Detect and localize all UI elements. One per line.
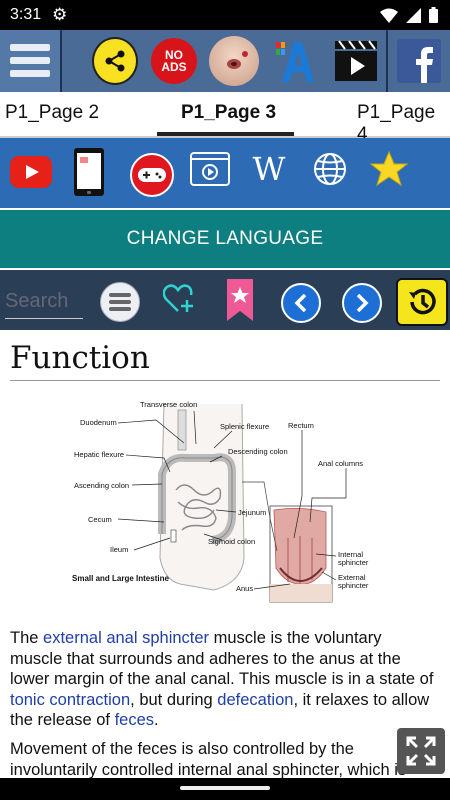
tab-p1-page-4[interactable]: P1_Page 4	[357, 102, 436, 145]
signal-icon	[406, 7, 421, 23]
media-player-button[interactable]	[190, 152, 230, 191]
label-sigmoid-colon: Sigmoid colon	[208, 537, 255, 546]
figure-caption: Small and Large Intestine	[72, 574, 169, 583]
tablet-book-icon	[74, 148, 104, 196]
ebook-button[interactable]	[74, 148, 104, 201]
svg-text:W: W	[253, 152, 286, 186]
web-browser-button[interactable]	[313, 152, 347, 191]
expand-fullscreen-icon	[406, 736, 436, 766]
favorite-button[interactable]	[369, 150, 409, 193]
label-rectum: Rectum	[288, 421, 314, 430]
label-ileum: Ileum	[110, 545, 128, 554]
fullscreen-button[interactable]	[397, 728, 445, 774]
arrow-right-icon	[342, 283, 382, 323]
wifi-icon	[380, 8, 398, 23]
list-menu-icon	[100, 282, 140, 322]
link-feces[interactable]: feces	[114, 711, 155, 729]
label-transverse-colon: Transverse colon	[140, 400, 197, 409]
change-language-button[interactable]: CHANGE LANGUAGE	[0, 210, 450, 268]
label-jejunum: Jejunum	[238, 508, 266, 517]
intestine-anatomy-figure: Transverse colon Duodenum Splenic flexur…	[72, 400, 369, 603]
label-splenic-flexure: Splenic flexure	[220, 422, 269, 431]
clapperboard-video-icon	[335, 40, 377, 81]
page-tabs: P1_Page 2 P1_Page 3 P1_Page 4	[0, 92, 450, 145]
facebook-button[interactable]	[386, 30, 450, 92]
add-favorite-button[interactable]	[162, 284, 195, 319]
next-page-button[interactable]	[342, 283, 382, 323]
status-time: 3:31	[10, 6, 42, 23]
video-player-icon	[190, 152, 230, 186]
battery-icon	[429, 7, 438, 23]
section-title: Function	[10, 340, 150, 376]
paragraph-2: Movement of the feces is also controlled…	[10, 740, 407, 779]
system-navigation-bar	[0, 778, 450, 800]
no-ads-button[interactable]: NO ADS	[150, 30, 198, 92]
bookmark-button[interactable]	[227, 279, 253, 326]
no-ads-icon: NO ADS	[151, 38, 197, 84]
label-duodenum: Duodenum	[80, 418, 117, 427]
tab-p1-page-3[interactable]: P1_Page 3	[181, 102, 277, 123]
active-tab-indicator	[157, 132, 294, 136]
label-cecum: Cecum	[88, 515, 112, 524]
history-button[interactable]	[396, 278, 448, 326]
search-input[interactable]: Search	[5, 284, 83, 319]
label-internal-sphincter: Internal	[338, 550, 363, 559]
title-divider	[10, 380, 440, 381]
list-button[interactable]	[100, 282, 140, 322]
star-icon	[369, 150, 409, 187]
label-internal-sphincter-2: sphincter	[338, 558, 369, 567]
status-bar: 3:31 ⚙	[0, 0, 450, 30]
label-ascending-colon: Ascending colon	[74, 481, 129, 490]
anatomy-app-icon	[209, 36, 259, 86]
navigation-toolbar: Search	[0, 270, 450, 330]
menu-button[interactable]	[0, 30, 62, 92]
label-anus: Anus	[236, 584, 253, 593]
wikipedia-button[interactable]: W	[250, 150, 288, 191]
heart-plus-icon	[162, 284, 193, 312]
globe-icon	[314, 153, 346, 185]
apps-toolbar: W	[0, 138, 450, 208]
label-descending-colon: Descending colon	[228, 447, 288, 456]
settings-gear-icon: ⚙	[52, 5, 68, 24]
home-gesture-handle[interactable]	[180, 786, 270, 790]
label-external-sphincter: External	[338, 573, 366, 582]
link-external-anal-sphincter[interactable]: external anal sphincter	[43, 629, 210, 647]
label-hepatic-flexure: Hepatic flexure	[74, 450, 124, 459]
history-clock-icon	[409, 288, 436, 315]
article-content: Function	[0, 330, 450, 800]
hamburger-menu-icon	[10, 44, 50, 77]
games-button[interactable]	[130, 153, 174, 197]
gamepad-icon	[130, 153, 174, 197]
link-tonic-contraction[interactable]: tonic contraction	[10, 690, 131, 709]
video-button[interactable]	[330, 30, 382, 92]
label-external-sphincter-2: sphincter	[338, 581, 369, 590]
bookmark-star-icon	[227, 279, 253, 321]
related-app-button[interactable]	[208, 30, 260, 92]
share-button[interactable]	[92, 30, 138, 92]
arrow-left-icon	[281, 283, 321, 323]
label-anal-columns: Anal columns	[318, 459, 363, 468]
facebook-icon	[397, 39, 441, 83]
font-size-button[interactable]	[270, 30, 320, 92]
tab-p1-page-2[interactable]: P1_Page 2	[5, 102, 100, 123]
link-defecation[interactable]: defecation	[217, 690, 294, 709]
font-letter-a-icon	[276, 42, 314, 82]
wikipedia-w-icon: W	[253, 150, 286, 188]
share-icon	[92, 37, 138, 85]
top-toolbar: NO ADS	[0, 30, 450, 92]
paragraph-1: The external anal sphincter muscle is th…	[10, 629, 434, 729]
previous-page-button[interactable]	[281, 283, 321, 323]
youtube-icon	[10, 156, 52, 188]
youtube-button[interactable]	[10, 156, 52, 193]
